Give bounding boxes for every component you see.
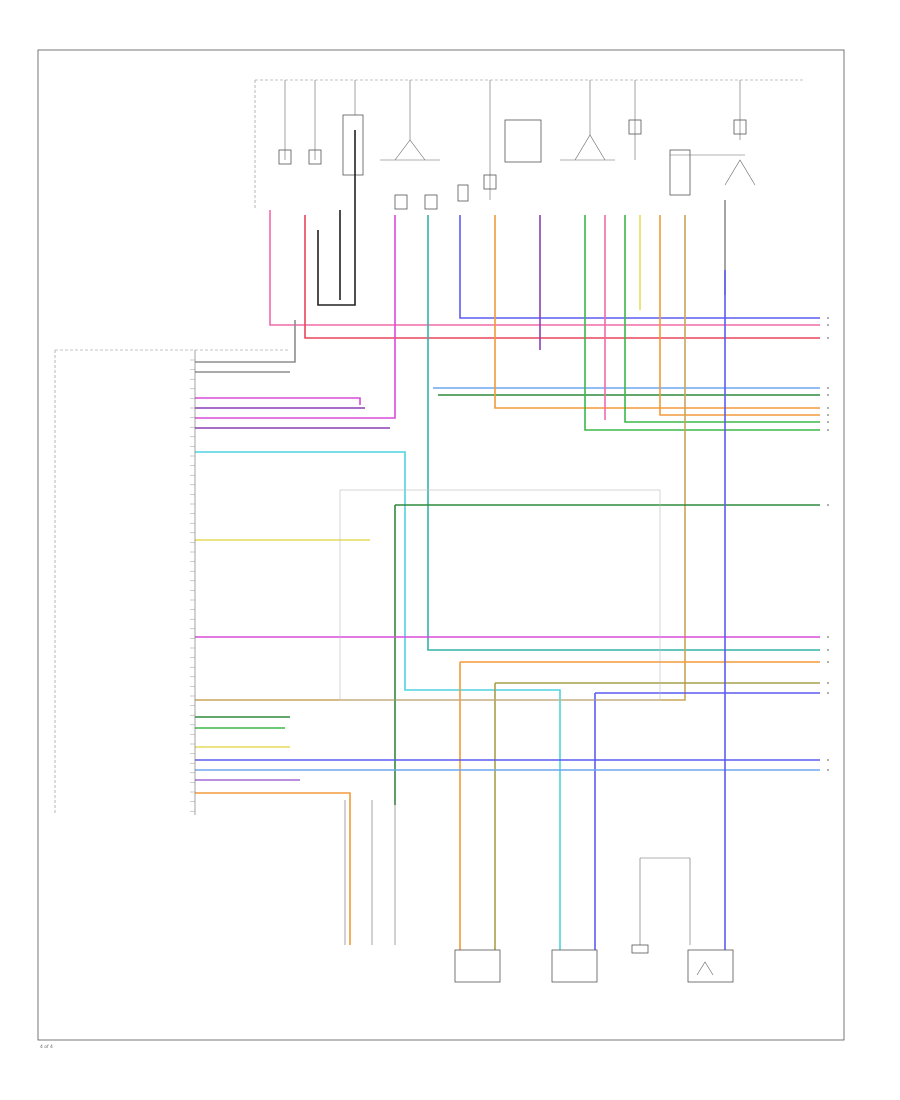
component-box-2 (551, 949, 598, 983)
component-box-3 (687, 949, 734, 983)
component-box-1 (454, 949, 501, 983)
wire-orange-4 (195, 792, 351, 945)
ecm-pin-ticks (190, 359, 195, 812)
right-terminal-dot (827, 649, 829, 651)
right-terminal-dot (827, 504, 829, 506)
right-terminal-dot (827, 661, 829, 663)
right-terminal-dot (827, 407, 829, 409)
right-terminal-dot (827, 682, 829, 684)
right-terminal-dot (827, 759, 829, 761)
wire-blue-2 (594, 692, 820, 950)
shield-region (339, 489, 661, 701)
right-terminal-dot (827, 394, 829, 396)
right-terminal-dot (827, 324, 829, 326)
right-terminal-ticks (827, 317, 829, 771)
wire-gray-top (195, 320, 296, 363)
wire-green-1 (584, 215, 820, 431)
right-terminal-dot (827, 636, 829, 638)
right-terminal-dot (827, 317, 829, 319)
footer-code: 4 of 4 (40, 1044, 53, 1050)
wire-blue-ck (459, 215, 820, 319)
wire-magenta-1 (195, 397, 361, 405)
wire-pink-top (269, 210, 820, 326)
wire-orange-1 (494, 215, 820, 409)
wire-red-top (304, 215, 820, 339)
right-terminal-dot (827, 692, 829, 694)
bottom-components (344, 800, 734, 983)
right-terminal-dot (827, 337, 829, 339)
wire-magenta-2 (195, 215, 396, 419)
wire-cyan-1 (195, 451, 561, 950)
wire-teal-long (427, 215, 820, 651)
wire-black-1 (317, 130, 356, 306)
right-terminal-dot (827, 387, 829, 389)
wire-olive-1 (494, 682, 820, 950)
wire-orange-2 (659, 215, 820, 416)
fuse-relay-block (278, 80, 756, 210)
wire-orange-3 (459, 661, 820, 950)
wire-darkgreen-2 (394, 504, 820, 805)
diagram-frame (37, 49, 845, 1041)
right-terminal-dot (827, 414, 829, 416)
right-terminal-dot (827, 429, 829, 431)
right-terminal-dot (827, 421, 829, 423)
wire-green-2 (624, 215, 820, 423)
wire-group (195, 130, 820, 950)
wire-tan-1 (195, 215, 686, 701)
right-terminal-dot (827, 769, 829, 771)
